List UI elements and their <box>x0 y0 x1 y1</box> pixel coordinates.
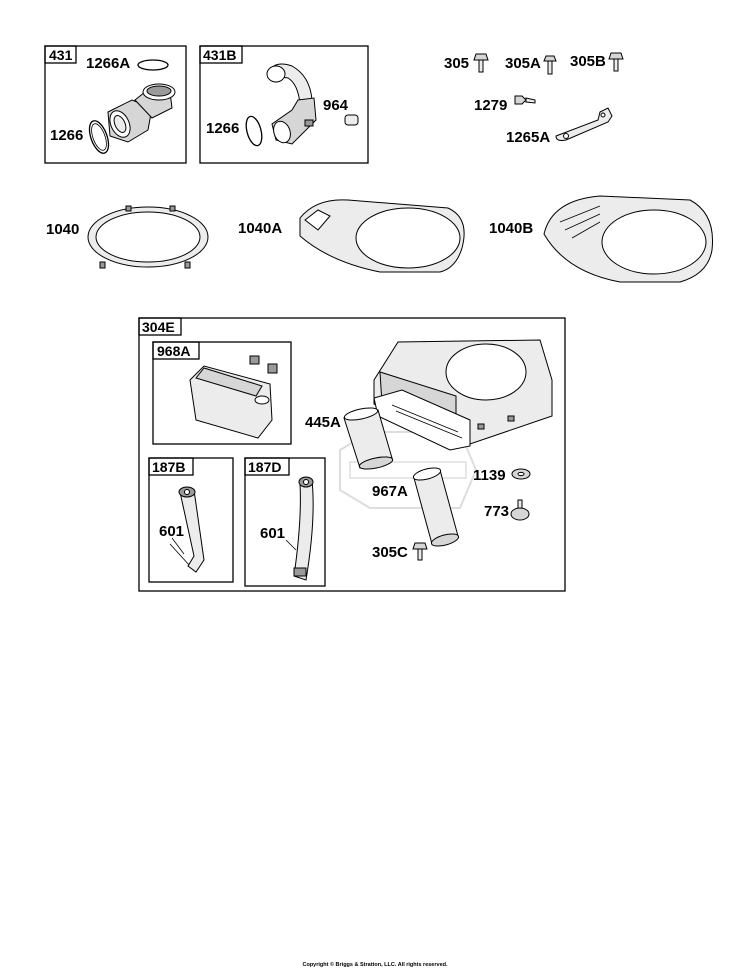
copyright-notice: Copyright © Briggs & Stratton, LLC. All … <box>302 962 448 968</box>
label-1266-mid: 1266 <box>206 120 239 137</box>
label-601-b: 601 <box>159 523 184 540</box>
label-305a: 305A <box>505 55 541 72</box>
air-cleaner-cover-968a <box>189 355 278 439</box>
label-1040b: 1040B <box>489 220 533 237</box>
group-431b-tag: 431B <box>203 47 236 63</box>
label-305: 305 <box>444 55 469 72</box>
label-1266a: 1266A <box>86 55 130 72</box>
label-1139: 1139 <box>473 467 506 484</box>
label-1040a: 1040A <box>238 220 282 237</box>
group-968a-tag: 968A <box>157 343 190 359</box>
group-187b-tag: 187B <box>152 459 185 475</box>
intake-tube <box>266 63 317 145</box>
screw-305 <box>473 53 489 73</box>
group-187b: 187B 601 <box>148 457 234 583</box>
gasket-1266-b <box>245 115 263 147</box>
screw-305b <box>608 52 624 72</box>
group-431-tag: 431 <box>49 47 73 63</box>
group-431b: 431B 1266 964 <box>199 45 369 164</box>
washer-1139 <box>511 468 531 480</box>
group-304e-tag: 304E <box>142 319 175 335</box>
air-cleaner-base <box>373 339 553 451</box>
screw-1279 <box>514 95 536 105</box>
label-305b: 305B <box>570 53 606 70</box>
rotating-screen-1040 <box>87 205 209 269</box>
spacer-964 <box>344 114 359 126</box>
label-967a: 967A <box>372 483 408 500</box>
bracket-1265a <box>555 107 613 141</box>
label-445a: 445A <box>305 414 341 431</box>
pre-cleaner-445a <box>343 407 394 470</box>
o-ring-1266a <box>137 59 169 71</box>
hardware-top-right: 305 305A 305B 1279 1265A <box>444 52 624 146</box>
group-304e: 304E 968A 187B 601 <box>138 317 566 592</box>
label-1279: 1279 <box>474 97 507 114</box>
air-filter-967a <box>412 467 460 547</box>
gasket-1266 <box>88 120 110 154</box>
group-968a: 968A <box>152 341 292 445</box>
knob-773 <box>510 499 530 521</box>
label-964: 964 <box>323 97 349 114</box>
blower-housing-1040b <box>543 195 714 283</box>
row-blower-parts: 1040 1040A 1040B <box>46 195 714 283</box>
label-773: 773 <box>484 503 509 520</box>
label-601-d: 601 <box>260 525 285 542</box>
screw-305a <box>543 55 557 75</box>
label-305c: 305C <box>372 544 408 561</box>
label-1265a: 1265A <box>506 129 550 146</box>
label-1266-left: 1266 <box>50 127 83 144</box>
group-187d: 187D 601 <box>244 457 326 587</box>
breather-tube-601-d <box>293 476 314 581</box>
screw-305c <box>412 542 428 561</box>
intake-elbow <box>107 83 176 143</box>
label-1040: 1040 <box>46 221 79 238</box>
group-431: 431 1266A 1266 <box>44 45 187 164</box>
group-187d-tag: 187D <box>248 459 281 475</box>
breather-tube-601-b <box>178 486 205 573</box>
watermark-logo <box>339 431 478 509</box>
blower-shroud-1040a <box>299 199 465 273</box>
